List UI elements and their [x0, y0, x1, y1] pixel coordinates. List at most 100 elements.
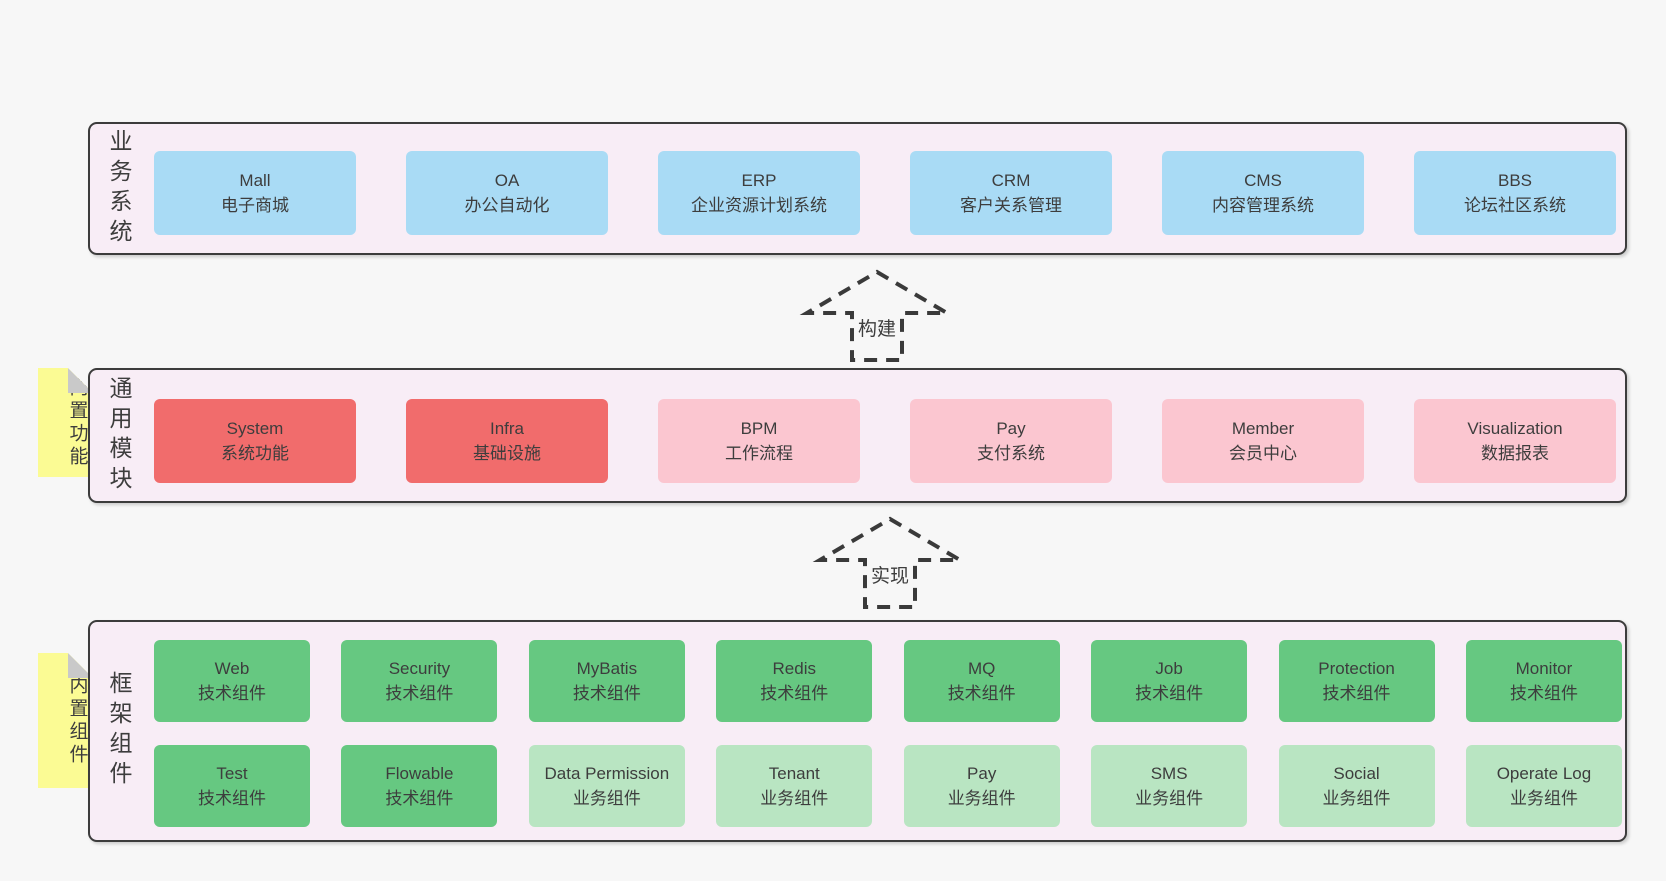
- section-common-modules: 通用模块 System 系统功能 Infra 基础设施 BPM 工作流程 Pay 支付系统 Me…: [88, 368, 1627, 503]
- box-title: Redis: [772, 658, 816, 678]
- sticky-label: 内置功能: [66, 376, 88, 469]
- box-subtitle: 会员中心: [1229, 444, 1297, 463]
- dashed-up-arrow-icon: [812, 516, 968, 609]
- diagram-box: Visualization 数据报表: [1414, 399, 1616, 483]
- box-title: Social: [1333, 763, 1380, 783]
- diagram-box: Pay 业务组件: [903, 745, 1060, 827]
- box-subtitle: 技术组件: [947, 684, 1016, 703]
- box-subtitle: 技术组件: [198, 684, 266, 703]
- box-title: Visualization: [1467, 418, 1563, 438]
- box-subtitle: 业务组件: [1509, 789, 1578, 808]
- box-subtitle: 支付系统: [977, 444, 1045, 463]
- box-subtitle: 技术组件: [1509, 684, 1578, 703]
- box-subtitle: 业务组件: [947, 789, 1016, 808]
- diagram-box: System 系统功能: [154, 399, 356, 483]
- box-subtitle: 数据报表: [1481, 444, 1549, 463]
- diagram-box: Web 技术组件: [154, 640, 310, 722]
- box-subtitle: 技术组件: [1322, 684, 1391, 703]
- diagram-box: Security 技术组件: [341, 640, 498, 722]
- common-modules-row: System 系统功能 Infra 基础设施 BPM 工作流程 Pay 支付系统 Member 会…: [154, 399, 1616, 483]
- box-title: Pay: [996, 418, 1026, 438]
- box-title: CMS: [1244, 170, 1282, 190]
- box-subtitle: 业务组件: [760, 789, 829, 808]
- diagram-box: Infra 基础设施: [406, 399, 608, 483]
- diagram-box: Monitor 技术组件: [1465, 640, 1622, 722]
- diagram-box: BPM 工作流程: [658, 399, 860, 483]
- box-title: BBS: [1497, 170, 1533, 190]
- box-title: Protection: [1318, 658, 1395, 678]
- box-subtitle: 电子商城: [221, 196, 289, 215]
- box-subtitle: 技术组件: [385, 684, 454, 703]
- arrow-label: 构建: [853, 314, 901, 341]
- box-title: OA: [494, 170, 520, 190]
- diagram-box: Data Permission 业务组件: [528, 745, 685, 827]
- sticky-note-built-in-features: 内置功能: [38, 368, 93, 477]
- box-title: SMS: [1150, 763, 1188, 783]
- diagram-box: SMS 业务组件: [1091, 745, 1248, 827]
- diagram-box: Protection 技术组件: [1278, 640, 1435, 722]
- diagram-box: Social 业务组件: [1278, 745, 1435, 827]
- box-title: MyBatis: [576, 658, 638, 678]
- box-title: Job: [1155, 658, 1183, 678]
- diagram-box: BBS 论坛社区系统: [1414, 151, 1616, 235]
- box-subtitle: 基础设施: [473, 444, 541, 463]
- diagram-box: Member 会员中心: [1162, 399, 1364, 483]
- box-subtitle: 办公自动化: [464, 196, 550, 215]
- diagram-box: CMS 内容管理系统: [1162, 151, 1364, 235]
- box-title: Monitor: [1515, 658, 1573, 678]
- sticky-note-built-in-components: 内置组件: [38, 653, 93, 788]
- diagram-box: Job 技术组件: [1091, 640, 1248, 722]
- box-title: System: [226, 418, 284, 438]
- box-title: Mall: [239, 170, 271, 190]
- box-title: MQ: [967, 658, 996, 678]
- box-title: Flowable: [385, 763, 454, 783]
- box-subtitle: 技术组件: [1135, 684, 1204, 703]
- box-title: Security: [388, 658, 451, 678]
- section-label: 框架组件: [106, 671, 132, 791]
- diagram-box: ERP 企业资源计划系统: [658, 151, 860, 235]
- diagram-box: MQ 技术组件: [903, 640, 1060, 722]
- diagram-box: Redis 技术组件: [716, 640, 873, 722]
- box-subtitle: 业务组件: [572, 789, 641, 808]
- box-subtitle: 内容管理系统: [1212, 196, 1314, 215]
- box-title: CRM: [991, 170, 1031, 190]
- diagram-box: Pay 支付系统: [910, 399, 1112, 483]
- arrow-build: 构建: [798, 266, 956, 366]
- box-title: Pay: [967, 763, 997, 783]
- box-subtitle: 论坛社区系统: [1464, 196, 1566, 215]
- box-subtitle: 企业资源计划系统: [691, 196, 827, 215]
- diagram-box: MyBatis 技术组件: [528, 640, 685, 722]
- box-title: Tenant: [768, 763, 820, 783]
- box-title: ERP: [741, 170, 777, 190]
- box-title: BPM: [740, 418, 778, 438]
- section-label: 通用模块: [106, 375, 132, 496]
- diagram-box: Tenant 业务组件: [716, 745, 873, 827]
- box-title: Web: [214, 658, 250, 678]
- box-title: Test: [216, 763, 248, 783]
- box-subtitle: 技术组件: [198, 789, 266, 808]
- box-title: Member: [1231, 418, 1295, 438]
- box-subtitle: 业务组件: [1322, 789, 1391, 808]
- box-subtitle: 工作流程: [725, 444, 793, 463]
- section-label: 业务系统: [106, 128, 132, 249]
- box-subtitle: 业务组件: [1135, 789, 1204, 808]
- box-title: Infra: [489, 418, 525, 438]
- sticky-label: 内置组件: [66, 674, 88, 767]
- arrow-implement: 实现: [811, 513, 969, 613]
- diagram-box: Mall 电子商城: [154, 151, 356, 235]
- box-subtitle: 技术组件: [760, 684, 829, 703]
- box-subtitle: 技术组件: [572, 684, 641, 703]
- box-title: Data Permission: [544, 763, 670, 783]
- box-subtitle: 系统功能: [221, 444, 289, 463]
- arrow-label: 实现: [866, 561, 914, 588]
- dashed-up-arrow-icon: [799, 269, 955, 362]
